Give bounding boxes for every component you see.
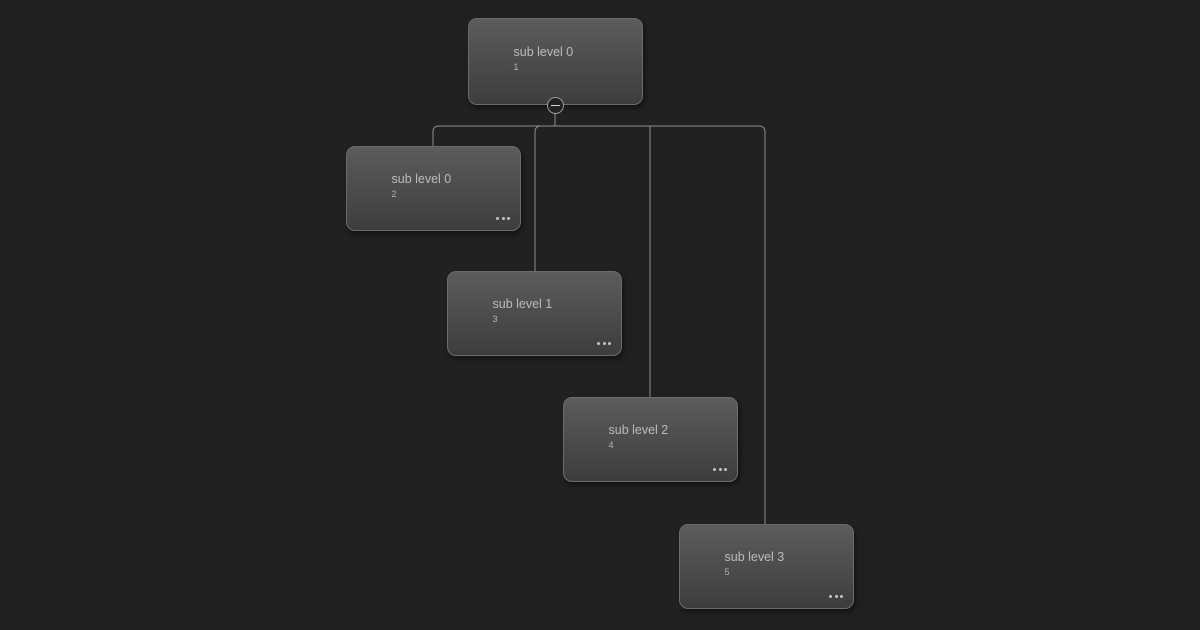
node-title: sub level 0	[391, 171, 452, 186]
edge-branch-1	[432, 125, 440, 146]
node-count: 5	[724, 566, 730, 577]
tree-node[interactable]: sub level 2 4	[563, 397, 738, 482]
node-content: sub level 2 4	[609, 423, 693, 452]
ellipsis-icon[interactable]	[495, 214, 511, 223]
node-content: sub level 3 5	[725, 550, 809, 579]
tree-node[interactable]: sub level 3 5	[679, 524, 854, 609]
node-count: 1	[513, 61, 519, 72]
node-count: 3	[492, 313, 498, 324]
edge-branch-2	[534, 125, 542, 271]
node-count: 2	[391, 188, 397, 199]
tree-node[interactable]: sub level 1 3	[447, 271, 622, 356]
tree-node[interactable]: sub level 0 2	[346, 146, 521, 231]
edge-branch-4	[758, 125, 766, 524]
node-content: sub level 0 1	[514, 45, 598, 74]
node-count: 4	[608, 439, 614, 450]
node-content: sub level 1 3	[493, 297, 577, 326]
node-content: sub level 0 2	[392, 172, 476, 201]
node-title: sub level 2	[608, 422, 669, 437]
tree-node-root[interactable]: sub level 0 1	[468, 18, 643, 105]
collapse-toggle-minus-icon[interactable]	[546, 96, 564, 114]
ellipsis-icon[interactable]	[596, 339, 612, 348]
ellipsis-icon[interactable]	[828, 592, 844, 601]
node-title: sub level 1	[492, 296, 553, 311]
ellipsis-icon[interactable]	[712, 465, 728, 474]
node-title: sub level 0	[513, 44, 574, 59]
node-title: sub level 3	[724, 549, 785, 564]
